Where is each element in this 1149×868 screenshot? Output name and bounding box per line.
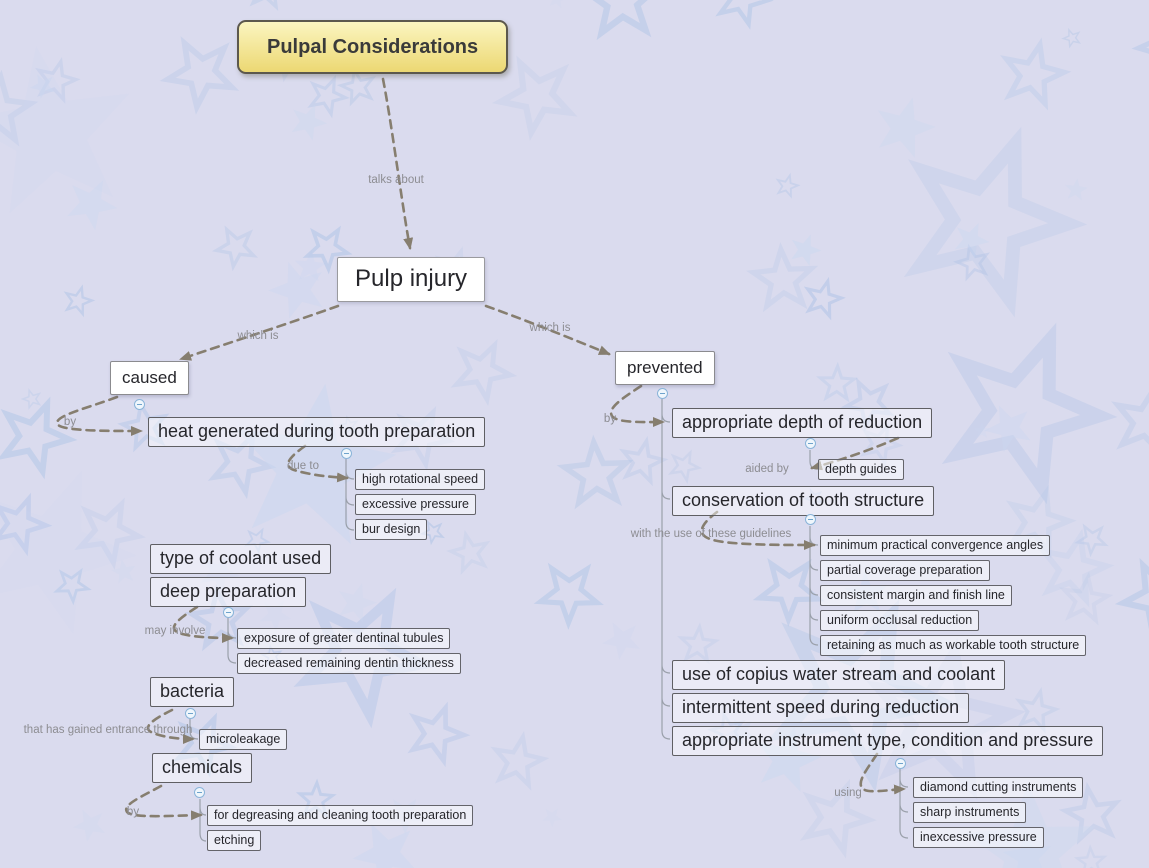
relation-label-may-involve[interactable]: may involve [144,625,206,637]
relation-label-which-is-left[interactable]: which is [237,330,279,342]
collapse-icon[interactable] [805,438,816,449]
node-appropriate-depth[interactable]: appropriate depth of reduction [672,408,933,438]
node-partial-coverage[interactable]: partial coverage preparation [820,560,990,581]
relation-label-with-guidelines[interactable]: with the use of these guidelines [630,528,792,540]
arrow-by-right [609,384,665,428]
collapse-icon[interactable] [657,388,668,399]
node-high-rotational-speed[interactable]: high rotational speed [355,469,486,490]
node-decreased-dentin-thickness[interactable]: decreased remaining dentin thickness [237,653,461,674]
collapse-icon[interactable] [223,607,234,618]
node-consistent-margin[interactable]: consistent margin and finish line [820,585,1012,606]
node-exposure-dentinal-tubules[interactable]: exposure of greater dentinal tubules [237,628,451,649]
node-uniform-occlusal[interactable]: uniform occlusal reduction [820,610,980,631]
relation-label-using[interactable]: using [834,787,862,799]
collapse-icon[interactable] [895,758,906,769]
collapse-icon[interactable] [185,708,196,719]
collapse-icon[interactable] [341,448,352,459]
node-degreasing-cleaning[interactable]: for degreasing and cleaning tooth prepar… [207,805,474,826]
relation-label-aided-by[interactable]: aided by [745,463,789,475]
node-depth-guides[interactable]: depth guides [818,459,904,480]
node-pulp-injury[interactable]: Pulp injury [337,257,486,302]
node-caused[interactable]: caused [110,361,189,396]
node-intermittent-speed[interactable]: intermittent speed during reduction [672,693,970,723]
collapse-icon[interactable] [805,514,816,525]
arrow-talks-about [381,77,414,250]
node-chemicals[interactable]: chemicals [152,753,253,783]
node-etching[interactable]: etching [207,830,262,851]
relation-label-by-left[interactable]: by [63,416,77,428]
collapse-icon[interactable] [134,399,145,410]
node-prevented[interactable]: prevented [615,351,715,386]
relation-label-due-to[interactable]: due to [287,460,319,472]
node-convergence-angles[interactable]: minimum practical convergence angles [820,535,1051,556]
node-diamond-instruments[interactable]: diamond cutting instruments [913,777,1084,798]
node-bacteria[interactable]: bacteria [150,677,235,707]
relation-label-by-right[interactable]: by [603,413,617,425]
node-heat-generated[interactable]: heat generated during tooth preparation [148,417,486,447]
relation-label-gained-entrance[interactable]: that has gained entrance through [23,724,193,736]
node-sharp-instruments[interactable]: sharp instruments [913,802,1027,823]
node-type-of-coolant[interactable]: type of coolant used [150,544,332,574]
node-bur-design[interactable]: bur design [355,519,428,540]
node-deep-preparation[interactable]: deep preparation [150,577,307,607]
relation-label-which-is-right[interactable]: which is [529,322,571,334]
node-excessive-pressure[interactable]: excessive pressure [355,494,476,515]
collapse-icon[interactable] [194,787,205,798]
node-instrument-type[interactable]: appropriate instrument type, condition a… [672,726,1104,756]
node-water-stream-coolant[interactable]: use of copius water stream and coolant [672,660,1006,690]
relation-label-by-chemicals[interactable]: by [126,806,140,818]
node-microleakage[interactable]: microleakage [199,729,288,750]
node-conservation[interactable]: conservation of tooth structure [672,486,935,516]
node-inexcessive-pressure[interactable]: inexcessive pressure [913,827,1044,848]
node-pulpal-considerations[interactable]: Pulpal Considerations [237,20,509,74]
node-retaining-structure[interactable]: retaining as much as workable tooth stru… [820,635,1087,656]
relation-label-talks-about[interactable]: talks about [368,174,424,186]
